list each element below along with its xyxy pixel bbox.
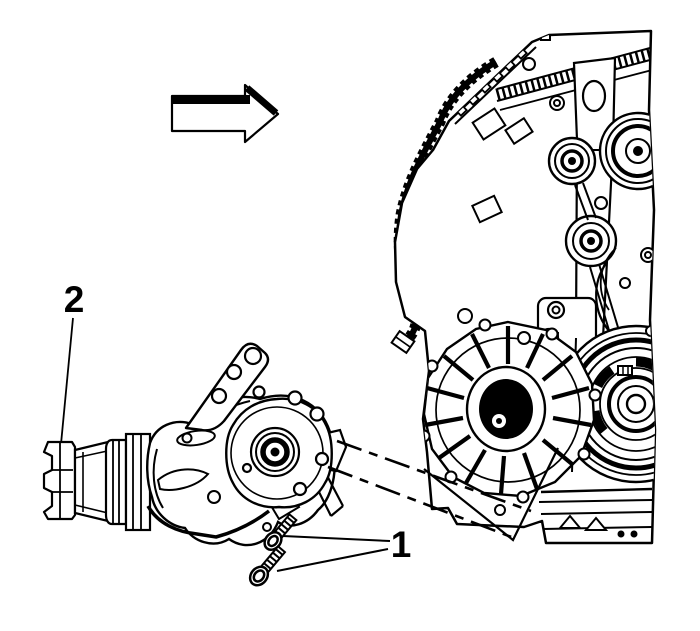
idler-pulley-upper bbox=[547, 136, 597, 186]
engine-assembly-illustration bbox=[390, 29, 657, 545]
bell-housing bbox=[417, 318, 602, 504]
ignition-coil-tags bbox=[470, 107, 534, 224]
transfer-case-illustration bbox=[42, 317, 348, 547]
idler-pulley-lower bbox=[564, 214, 618, 268]
callout-2-leader-line bbox=[60, 317, 74, 445]
direction-arrow-icon bbox=[170, 83, 280, 144]
pulley-top-right bbox=[598, 111, 655, 191]
mounting-bolts-illustration bbox=[248, 512, 298, 587]
mounting-bracket-arm bbox=[184, 342, 270, 432]
case-feet bbox=[557, 514, 609, 531]
output-flange-bracket bbox=[42, 440, 77, 521]
coupling-sleeve bbox=[104, 432, 152, 532]
case-rear-cover bbox=[225, 385, 333, 509]
callout-1-leader-lines bbox=[276, 535, 391, 572]
alignment-v-marker bbox=[423, 447, 559, 542]
bolt-lower bbox=[248, 544, 287, 587]
bolt-upper bbox=[263, 512, 298, 551]
drive-belt bbox=[574, 182, 621, 338]
callout-1-label: 1 bbox=[391, 524, 412, 565]
background-wheel-arc-2 bbox=[599, 247, 617, 311]
alignment-dash-lines bbox=[327, 439, 559, 542]
shaft-cone bbox=[73, 439, 114, 524]
callout-2-label: 2 bbox=[64, 279, 85, 320]
